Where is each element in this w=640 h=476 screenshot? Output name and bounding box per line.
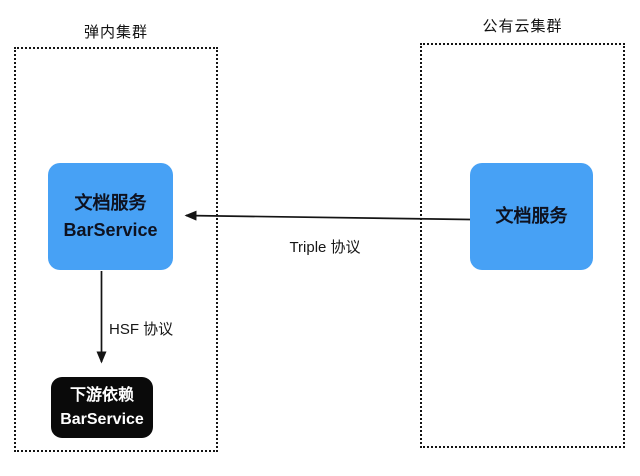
cluster-label-internal: 弹内集群 — [83, 24, 148, 41]
node-subtitle: BarService — [63, 219, 158, 240]
cluster-label-public-cloud: 公有云集群 — [482, 18, 563, 35]
node-downstream-dependency: 下游依赖 BarService — [51, 377, 153, 438]
cluster-box-public-cloud — [420, 43, 625, 448]
node-doc-service-internal: 文档服务 BarService — [48, 163, 173, 270]
node-doc-service-public-cloud: 文档服务 — [470, 163, 593, 270]
edge-label-triple-protocol: Triple 协议 — [289, 239, 361, 256]
edge-label-hsf-protocol: HSF 协议 — [109, 321, 174, 338]
node-title: 文档服务 — [495, 206, 568, 226]
cluster-box-internal — [14, 47, 218, 452]
node-title: 文档服务 — [74, 192, 147, 213]
node-subtitle: BarService — [60, 410, 144, 428]
node-title: 下游依赖 — [69, 386, 134, 404]
